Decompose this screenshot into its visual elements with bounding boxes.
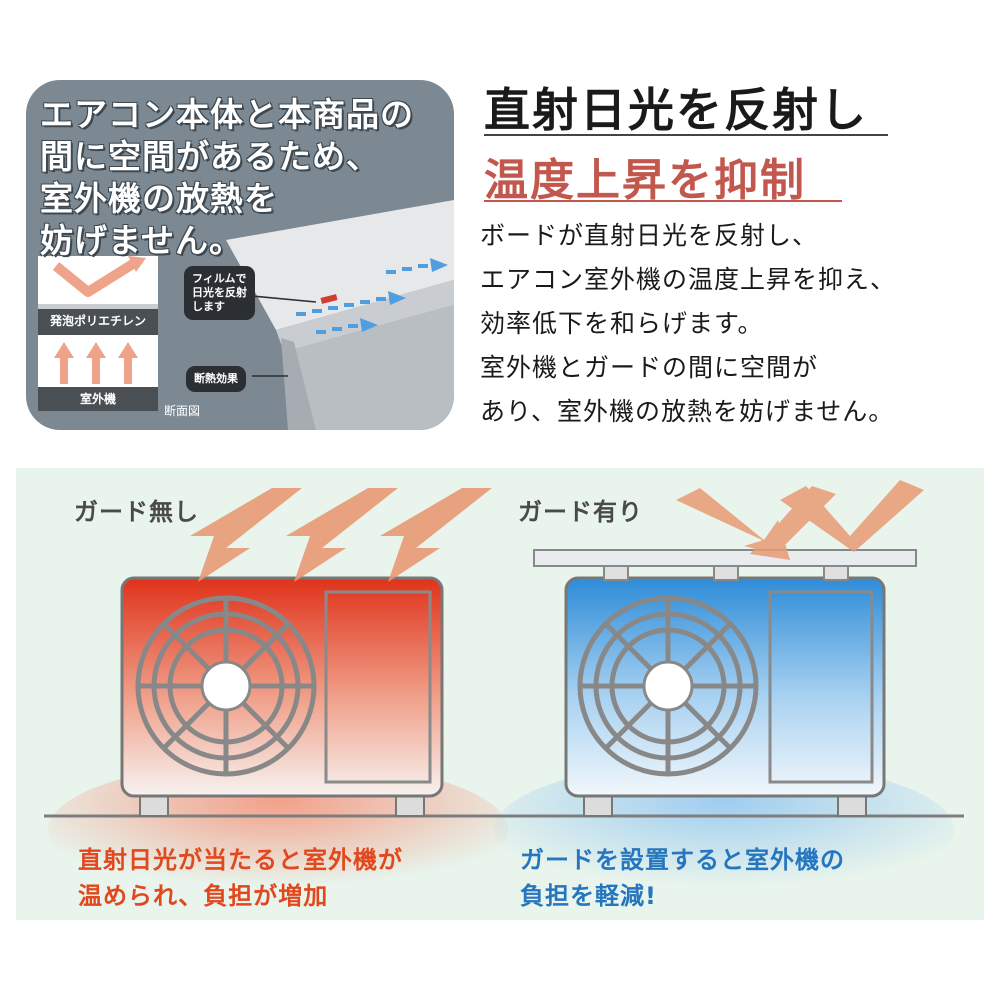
- leader-line-film: [251, 295, 317, 303]
- film-callout-line: フィルムで: [192, 272, 247, 285]
- with-guard-title: ガード有り: [518, 498, 643, 526]
- sun-arrows-right: [676, 480, 924, 560]
- with-guard-caption: ガードを設置すると室外機の 負担を軽減!: [520, 842, 845, 914]
- foam-layer-label: 発泡ポリエチレン: [49, 314, 146, 328]
- film-layer: [38, 304, 158, 309]
- sun-arrows-left: [190, 488, 492, 582]
- heat-arrows: [54, 342, 138, 384]
- reflected-arrow-head: [128, 256, 146, 272]
- heading-reflect: 直射日光を反射し: [484, 83, 868, 137]
- panel-line: 間に空間があるため、: [40, 137, 380, 176]
- panel-text: エアコン本体と本商品の 間に空間があるため、 室外機の放熱を 妨げません。: [40, 94, 414, 262]
- description-line: エアコン室外機の温度上昇を抑え、: [480, 265, 897, 294]
- airflow-arrows: [296, 258, 448, 334]
- caption-line: 直射日光が当たると室外機が: [78, 846, 403, 874]
- caption-line: 負担を軽減!: [520, 882, 657, 910]
- without-guard-caption: 直射日光が当たると室外機が 温められ、負担が増加: [78, 842, 403, 914]
- description-line: ボードが直射日光を反射し、: [480, 221, 819, 250]
- panel-line: 妨げません。: [40, 221, 244, 260]
- description-line: あり、室外機の放熱を妨げません。: [480, 397, 895, 426]
- reflected-sun-arrow: [52, 257, 139, 297]
- heading-underline: [484, 134, 888, 136]
- board-top: [226, 200, 454, 330]
- foam-layer: [38, 309, 158, 335]
- cross-section-panel: エアコン本体と本商品の 間に空間があるため、 室外機の放熱を 妨げません。 発泡…: [26, 80, 454, 430]
- panel-line: エアコン本体と本商品の: [40, 95, 414, 134]
- description-line: 効率低下を和らげます。: [480, 309, 764, 338]
- film-callout: フィルムで 日光を反射 します: [184, 266, 255, 320]
- caption-line: ガードを設置すると室外機の: [520, 846, 845, 874]
- heading-suppress: 温度上昇を抑制: [484, 155, 806, 206]
- caption-line: 温められ、負担が増加: [78, 882, 329, 910]
- film-mark: [320, 294, 338, 304]
- insulation-callout: 断熱効果: [186, 366, 246, 392]
- film-callout-line: します: [192, 300, 225, 313]
- film-callout-line: 日光を反射: [192, 286, 247, 299]
- unit-body: [284, 305, 454, 430]
- fan-guard-right: [577, 595, 759, 777]
- panel-line: 室外機の放熱を: [40, 179, 278, 218]
- heading-underline-accent: [484, 200, 842, 202]
- cross-section-illustration: [38, 200, 454, 430]
- unit-without-guard: [120, 576, 444, 817]
- without-guard-title: ガード無し: [74, 498, 199, 526]
- guard-board: [533, 549, 917, 581]
- description: ボードが直射日光を反射し、 エアコン室外機の温度上昇を抑え、 効率低下を和らげま…: [480, 214, 896, 434]
- unit-side: [281, 338, 316, 430]
- description-line: 室外機とガードの間に空間が: [480, 353, 819, 382]
- section-label: 断面図: [164, 404, 201, 418]
- unit-layer: [38, 387, 158, 411]
- unit-with-guard: [564, 576, 886, 817]
- unit-layer-label: 室外機: [79, 392, 116, 406]
